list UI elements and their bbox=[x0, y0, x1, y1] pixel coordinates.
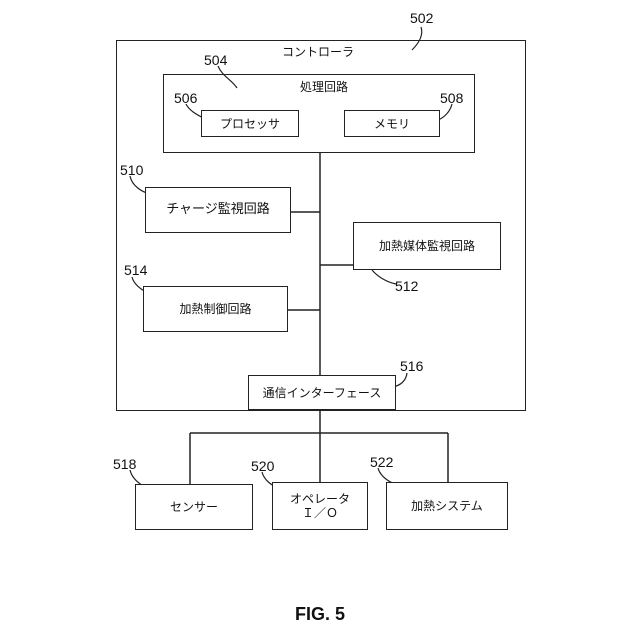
ref-516: 516 bbox=[400, 358, 423, 374]
sensor-label: センサー bbox=[170, 500, 218, 514]
communication-interface-box: 通信インターフェース bbox=[248, 375, 396, 410]
ref-506: 506 bbox=[174, 90, 197, 106]
sensor-box: センサー bbox=[135, 484, 253, 530]
ref-518: 518 bbox=[113, 456, 136, 472]
ref-512: 512 bbox=[395, 278, 418, 294]
charge-monitor-label: チャージ監視回路 bbox=[166, 203, 270, 217]
memory-box: メモリ bbox=[344, 110, 440, 137]
charge-monitor-box: チャージ監視回路 bbox=[145, 187, 291, 233]
heating-system-label: 加熱システム bbox=[411, 499, 483, 513]
ref-502: 502 bbox=[410, 10, 433, 26]
ref-504: 504 bbox=[204, 52, 227, 68]
memory-label: メモリ bbox=[374, 117, 410, 131]
operator-io-label-line1: オペレータ bbox=[290, 492, 350, 506]
heating-media-monitor-label: 加熱媒体監視回路 bbox=[379, 239, 475, 253]
processing-circuit-title: 処理回路 bbox=[300, 80, 348, 94]
processor-box: プロセッサ bbox=[201, 110, 299, 137]
ref-510: 510 bbox=[120, 162, 143, 178]
heating-system-box: 加熱システム bbox=[386, 482, 508, 530]
heating-media-monitor-box: 加熱媒体監視回路 bbox=[353, 222, 501, 270]
operator-io-box: オペレータ Ｉ／Ｏ bbox=[272, 482, 368, 530]
controller-title: コントローラ bbox=[282, 45, 354, 59]
processor-label: プロセッサ bbox=[220, 117, 280, 131]
figure-caption: FIG. 5 bbox=[0, 604, 640, 625]
ref-522: 522 bbox=[370, 454, 393, 470]
ref-508: 508 bbox=[440, 90, 463, 106]
heating-control-label: 加熱制御回路 bbox=[179, 302, 251, 316]
ref-514: 514 bbox=[124, 262, 147, 278]
heating-control-box: 加熱制御回路 bbox=[143, 286, 288, 332]
communication-interface-label: 通信インターフェース bbox=[263, 386, 382, 400]
ref-520: 520 bbox=[251, 458, 274, 474]
operator-io-label-line2: Ｉ／Ｏ bbox=[302, 506, 338, 520]
